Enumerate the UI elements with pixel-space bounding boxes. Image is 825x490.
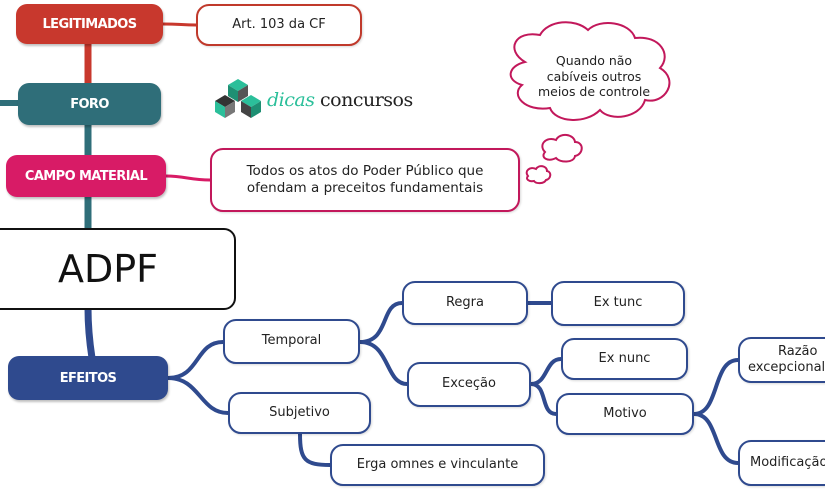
cloud-line-3: meios de controle <box>537 84 651 100</box>
leaf-modificacao: Modificação <box>738 440 825 486</box>
dicas-concursos-logo: dicas concursos <box>215 75 415 125</box>
leaf-erga-omnes: Erga omnes e vinculante <box>330 444 545 486</box>
logo-text: dicas concursos <box>267 89 413 111</box>
leaf-atos-poder-publico: Todos os atos do Poder Público que ofend… <box>210 148 520 212</box>
leaf-excecao: Exceção <box>407 362 531 407</box>
leaf-ex-tunc: Ex tunc <box>551 281 685 326</box>
cloud-line-2: cabíveis outros <box>546 68 642 84</box>
leaf-motivo: Motivo <box>556 393 694 435</box>
leaf-art-103: Art. 103 da CF <box>196 4 362 46</box>
cloud-text: Quando não cabíveis outros meios de cont… <box>520 53 668 100</box>
leaf-subjetivo: Subjetivo <box>228 392 371 434</box>
razao-line-2: excepcional <box>748 360 825 375</box>
leaf-razao-excepcional: Razão excepcional <box>738 337 825 383</box>
branch-campo-material: CAMPO MATERIAL <box>6 155 166 197</box>
thought-cloud <box>509 21 671 121</box>
leaf-ex-nunc: Ex nunc <box>561 338 688 380</box>
atos-line-1: Todos os atos do Poder Público que <box>246 163 484 180</box>
branch-foro: FORO <box>18 83 161 125</box>
branch-efeitos: EFEITOS <box>8 356 168 400</box>
logo-text-dicas: dicas <box>267 89 315 111</box>
cloud-line-1: Quando não <box>555 53 633 68</box>
razao-line-1: Razão <box>778 343 818 359</box>
leaf-regra: Regra <box>402 281 528 325</box>
root-node-adpf: ADPF <box>0 228 236 310</box>
branch-legitimados: LEGITIMADOS <box>16 4 163 44</box>
leaf-temporal: Temporal <box>223 319 360 364</box>
logo-text-concursos: concursos <box>320 89 413 111</box>
logo-cube-icon <box>215 79 261 118</box>
atos-line-2: ofendam a preceitos fundamentais <box>246 180 484 196</box>
